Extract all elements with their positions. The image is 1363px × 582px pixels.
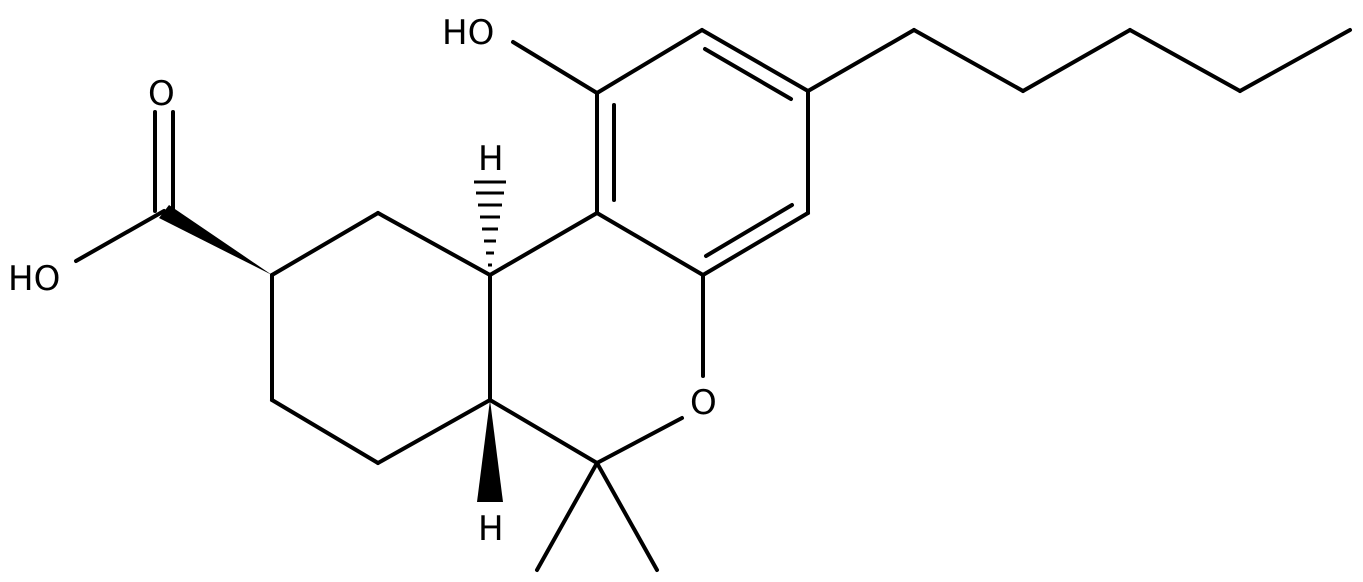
bond-aromatic-4-inner bbox=[704, 203, 794, 258]
bond-o5-c6 bbox=[595, 416, 684, 465]
bond-pentyl-4 bbox=[1128, 28, 1242, 93]
bond-methyl-1 bbox=[535, 461, 599, 572]
bond-pentyl-1 bbox=[806, 28, 916, 93]
bond-c8-c7 bbox=[270, 398, 380, 465]
atom-label-hydroxyl: HO bbox=[442, 13, 494, 53]
bond-c10-c9 bbox=[270, 211, 380, 277]
bond-aromatic-2 bbox=[700, 28, 810, 93]
bond-aromatic-5 bbox=[595, 211, 705, 277]
bond-c7-c6a bbox=[376, 398, 492, 465]
bond-c10a-c10b bbox=[488, 211, 599, 277]
atom-label-acid-hydroxyl: HO bbox=[8, 259, 60, 299]
bond-aromatic-2-inner bbox=[703, 47, 793, 101]
bond-pentyl-3 bbox=[1021, 28, 1132, 93]
hashed-bond-h10a bbox=[474, 180, 506, 267]
cyclohexane-ring bbox=[270, 211, 492, 465]
pentyl-chain bbox=[806, 28, 1352, 93]
bond-c6-c6a bbox=[488, 398, 599, 465]
atom-label-carbonyl-oxygen: O bbox=[148, 74, 175, 114]
wedge-bond-h6a bbox=[477, 400, 503, 502]
aromatic-ring bbox=[595, 28, 810, 277]
bond-c1-oh bbox=[511, 40, 599, 95]
atom-label-hydrogen-6a: H bbox=[478, 509, 504, 549]
bond-c-oh-acid bbox=[74, 209, 166, 263]
atom-label-ring-oxygen: O bbox=[690, 383, 717, 423]
pyran-ring bbox=[488, 211, 705, 465]
wedge-bond-c9-cooh bbox=[159, 205, 272, 275]
atom-label-hydrogen-10a: H bbox=[478, 139, 504, 179]
bond-aromatic-1 bbox=[595, 28, 704, 95]
bond-methyl-2 bbox=[595, 461, 659, 572]
bond-pentyl-2 bbox=[912, 28, 1025, 93]
bond-aromatic-4 bbox=[701, 211, 810, 277]
bond-pentyl-5 bbox=[1238, 28, 1352, 93]
bond-c10a-c10 bbox=[376, 211, 492, 277]
